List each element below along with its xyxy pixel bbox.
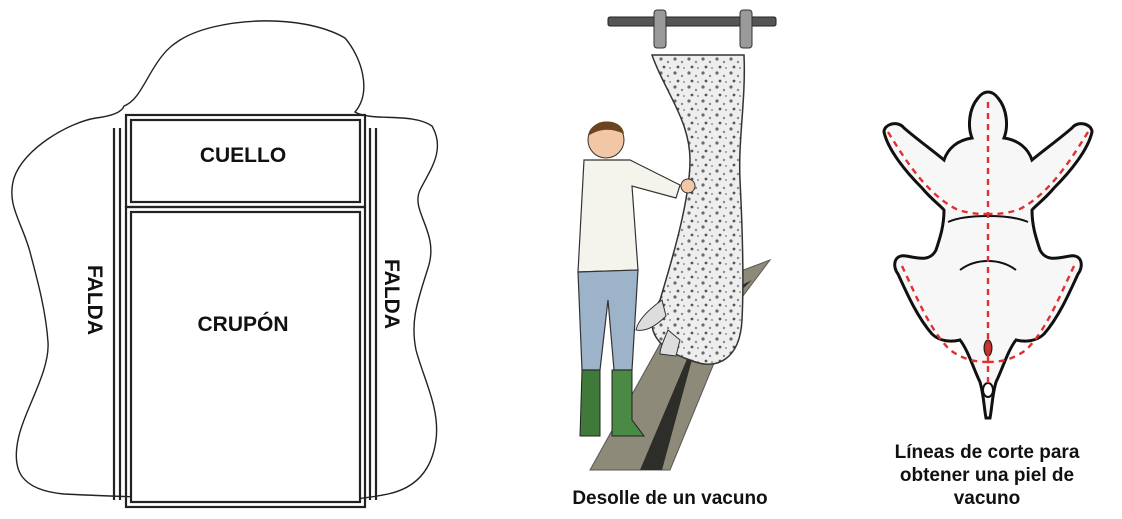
worker-hand	[681, 179, 695, 193]
hide-diagram: CUELLO CRUPÓN FALDA FALDA	[12, 21, 438, 507]
skinning-illustration	[578, 10, 776, 470]
crupon-region	[131, 212, 360, 502]
cut-lines-diagram	[884, 92, 1092, 418]
crupon-label: CRUPÓN	[197, 312, 288, 336]
worker-pants	[578, 270, 638, 370]
cuello-label: CUELLO	[200, 144, 286, 167]
cut-lines-caption-line-1: Líneas de corte para	[852, 441, 1122, 464]
hook-left	[654, 10, 666, 48]
tail-mark	[983, 383, 993, 397]
worker-boot-left	[580, 370, 600, 436]
cut-lines-caption-line-2: obtener una piel de	[852, 464, 1122, 487]
falda-right-label: FALDA	[380, 259, 403, 329]
falda-left-label: FALDA	[83, 265, 106, 335]
skinning-caption: Desolle de un vacuno	[520, 488, 820, 510]
cut-lines-caption-line-3: vacuno	[852, 487, 1122, 510]
cut-lines-caption: Líneas de corte para obtener una piel de…	[852, 441, 1122, 510]
hanging-carcass	[652, 55, 744, 364]
worker-shirt	[578, 160, 680, 272]
region-dividers	[114, 115, 376, 507]
hook-right	[740, 10, 752, 48]
